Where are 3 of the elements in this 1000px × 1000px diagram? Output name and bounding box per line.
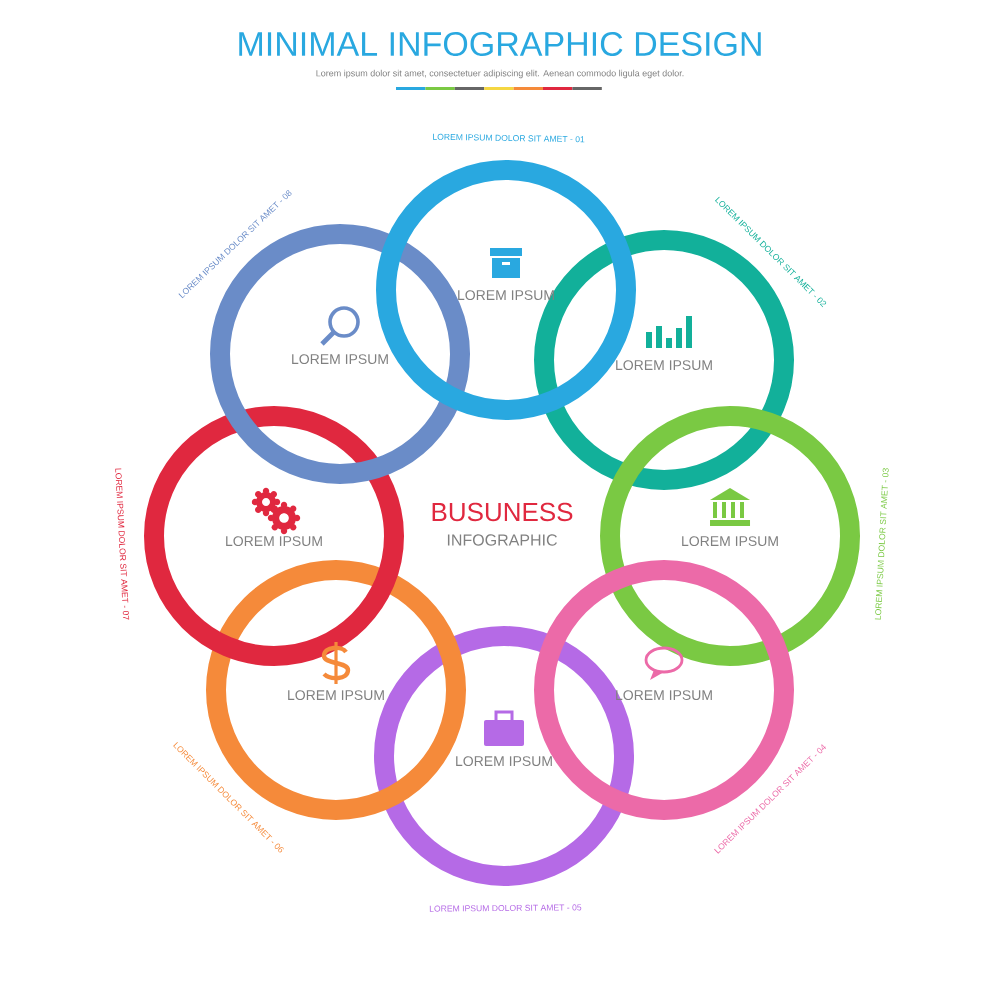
center-subheading: INFOGRAPHIC [447,534,557,546]
center-heading: BUSUNESS [432,502,573,522]
title: MINIMAL INFOGRAPHIC DESIGN [239,31,761,57]
